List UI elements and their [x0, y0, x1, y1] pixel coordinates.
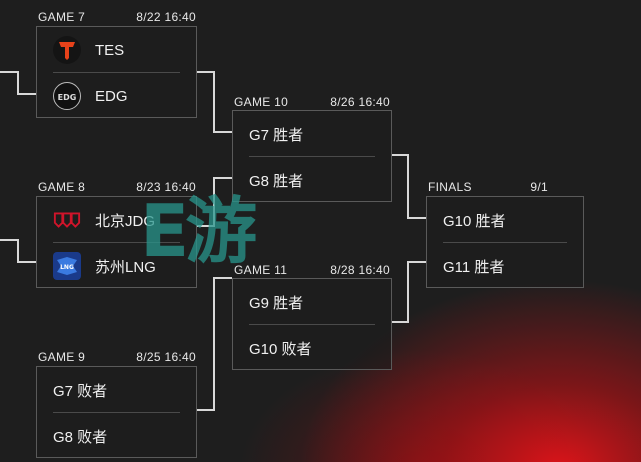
game8-card[interactable]: 北京JDG LNG 苏州LNG — [36, 196, 197, 288]
game8-label: GAME 8 — [38, 180, 86, 194]
game11-team2-name: G10 败者 — [249, 340, 312, 358]
game9-divider — [53, 412, 180, 413]
svg-text:LNG: LNG — [60, 264, 74, 271]
finals-label: FINALS — [428, 180, 472, 194]
game9-team1-name: G7 败者 — [53, 382, 108, 400]
game7-team1-row[interactable]: TES — [37, 27, 196, 73]
game7-divider — [53, 72, 180, 73]
game7-team2-name: EDG — [95, 87, 128, 105]
game10-team1-row[interactable]: G7 胜者 — [233, 111, 391, 157]
game9-header: GAME 9 8/25 16:40 — [38, 350, 196, 364]
finals-team1-row[interactable]: G10 胜者 — [427, 197, 583, 243]
game10-team2-name: G8 胜者 — [249, 172, 304, 190]
game11-divider — [249, 324, 375, 325]
game11-team2-row[interactable]: G10 败者 — [233, 325, 391, 371]
game10-date: 8/26 16:40 — [330, 95, 390, 109]
game8-team2-row[interactable]: LNG 苏州LNG — [37, 243, 196, 289]
game9-team1-row[interactable]: G7 败者 — [37, 367, 196, 413]
game8-header: GAME 8 8/23 16:40 — [38, 180, 196, 194]
game7-date: 8/22 16:40 — [136, 10, 196, 24]
game9-date: 8/25 16:40 — [136, 350, 196, 364]
finals-header: FINALS 9/1 — [428, 180, 548, 194]
game11-header: GAME 11 8/28 16:40 — [234, 263, 390, 277]
tes-logo-icon — [53, 36, 81, 64]
game10-header: GAME 10 8/26 16:40 — [234, 95, 390, 109]
finals-divider — [443, 242, 567, 243]
game10-team1-name: G7 胜者 — [249, 126, 304, 144]
game8-divider — [53, 242, 180, 243]
game11-team1-name: G9 胜者 — [249, 294, 304, 312]
game8-date: 8/23 16:40 — [136, 180, 196, 194]
game9-card[interactable]: G7 败者 G8 败者 — [36, 366, 197, 458]
game11-date: 8/28 16:40 — [330, 263, 390, 277]
game8-team1-name: 北京JDG — [95, 212, 156, 230]
game8-team1-row[interactable]: 北京JDG — [37, 197, 196, 243]
game11-card[interactable]: G9 胜者 G10 败者 — [232, 278, 392, 370]
finals-team2-row[interactable]: G11 胜者 — [427, 243, 583, 289]
finals-team2-name: G11 胜者 — [443, 258, 505, 276]
edg-logo-icon: EDG — [53, 82, 81, 110]
finals-card[interactable]: G10 胜者 G11 胜者 — [426, 196, 584, 288]
svg-text:EDG: EDG — [58, 93, 77, 102]
jdg-logo-icon — [53, 206, 81, 234]
finals-date: 9/1 — [530, 180, 548, 194]
game7-header: GAME 7 8/22 16:40 — [38, 10, 196, 24]
game7-team1-name: TES — [95, 41, 125, 59]
game7-team2-row[interactable]: EDG EDG — [37, 73, 196, 119]
game8-team2-name: 苏州LNG — [95, 258, 156, 276]
game10-card[interactable]: G7 胜者 G8 胜者 — [232, 110, 392, 202]
game10-divider — [249, 156, 375, 157]
game9-label: GAME 9 — [38, 350, 86, 364]
game11-label: GAME 11 — [234, 263, 288, 277]
game9-team2-row[interactable]: G8 败者 — [37, 413, 196, 459]
game7-label: GAME 7 — [38, 10, 86, 24]
game11-team1-row[interactable]: G9 胜者 — [233, 279, 391, 325]
finals-team1-name: G10 胜者 — [443, 212, 506, 230]
game10-label: GAME 10 — [234, 95, 289, 109]
lng-logo-icon: LNG — [53, 252, 81, 280]
game10-team2-row[interactable]: G8 胜者 — [233, 157, 391, 203]
game7-card[interactable]: TES EDG EDG — [36, 26, 197, 118]
game9-team2-name: G8 败者 — [53, 428, 108, 446]
